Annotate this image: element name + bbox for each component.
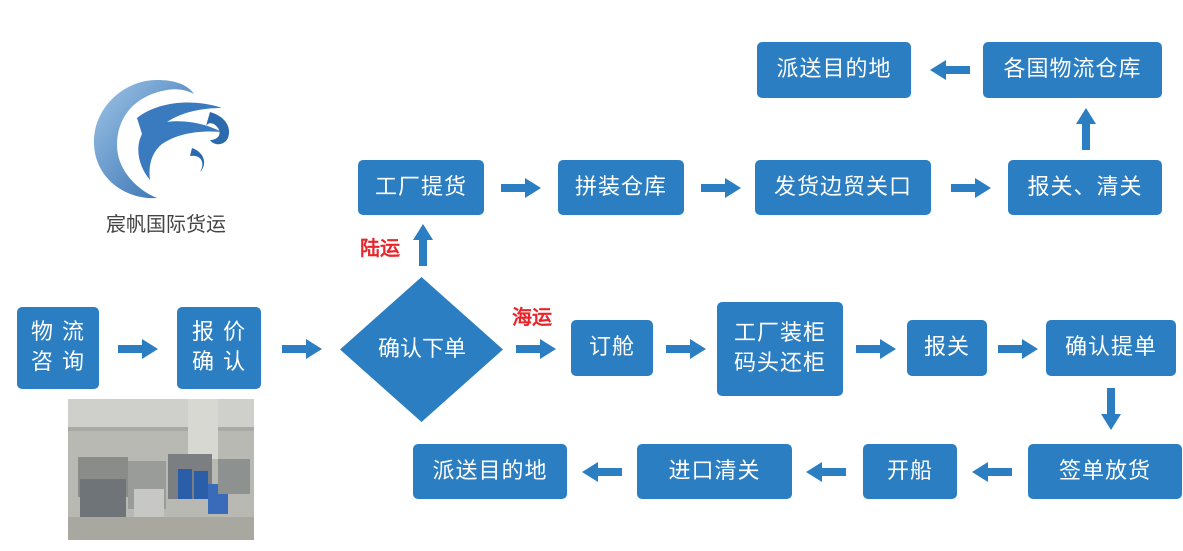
sea-step-sign-and-release: 签单放货: [1028, 444, 1182, 499]
sea-route-label: 海运: [512, 305, 552, 329]
arrow-right-icon: [516, 339, 556, 359]
arrow-up-icon: [413, 224, 433, 266]
warehouse-photo: [68, 399, 254, 540]
land-step-logistics-warehouses: 各国物流仓库: [983, 42, 1162, 98]
land-step-factory-pickup: 工厂提货: [358, 160, 484, 215]
land-step-consolidation-warehouse: 拼装仓库: [558, 160, 684, 215]
step-quote-confirm: 报 价 确 认: [177, 307, 261, 389]
arrow-left-icon: [930, 60, 970, 80]
sea-step-booking: 订舱: [571, 320, 653, 376]
land-step-border-port: 发货边贸关口: [755, 160, 931, 215]
arrow-left-icon: [972, 462, 1012, 482]
step-logistics-consult: 物 流 咨 询: [17, 307, 99, 389]
step-confirm-order: 确认下单: [377, 337, 466, 362]
arrow-right-icon: [118, 339, 158, 359]
arrow-right-icon: [856, 339, 896, 359]
arrow-right-icon: [998, 339, 1038, 359]
arrow-left-icon: [806, 462, 846, 482]
arrow-right-icon: [501, 178, 541, 198]
arrow-left-icon: [582, 462, 622, 482]
decision-diamond: [340, 277, 503, 422]
sea-step-delivery-destination: 派送目的地: [413, 444, 567, 499]
arrow-right-icon: [701, 178, 741, 198]
land-step-customs-clearance: 报关、清关: [1008, 160, 1162, 215]
sea-step-customs-declaration: 报关: [907, 320, 987, 376]
land-route-label: 陆运: [360, 236, 400, 260]
arrow-right-icon: [666, 339, 706, 359]
arrow-up-icon: [1076, 108, 1096, 150]
arrow-right-icon: [282, 339, 322, 359]
sea-step-import-clearance: 进口清关: [637, 444, 792, 499]
sea-step-confirm-bill-of-lading: 确认提单: [1046, 320, 1176, 376]
land-step-delivery-destination: 派送目的地: [757, 42, 911, 98]
company-name: 宸帆国际货运: [106, 212, 226, 236]
sea-step-container-loading: 工厂装柜 码头还柜: [717, 302, 843, 396]
arrow-right-icon: [951, 178, 991, 198]
sea-step-set-sail: 开船: [863, 444, 957, 499]
arrow-down-icon: [1101, 388, 1121, 430]
company-logo: [93, 80, 230, 199]
